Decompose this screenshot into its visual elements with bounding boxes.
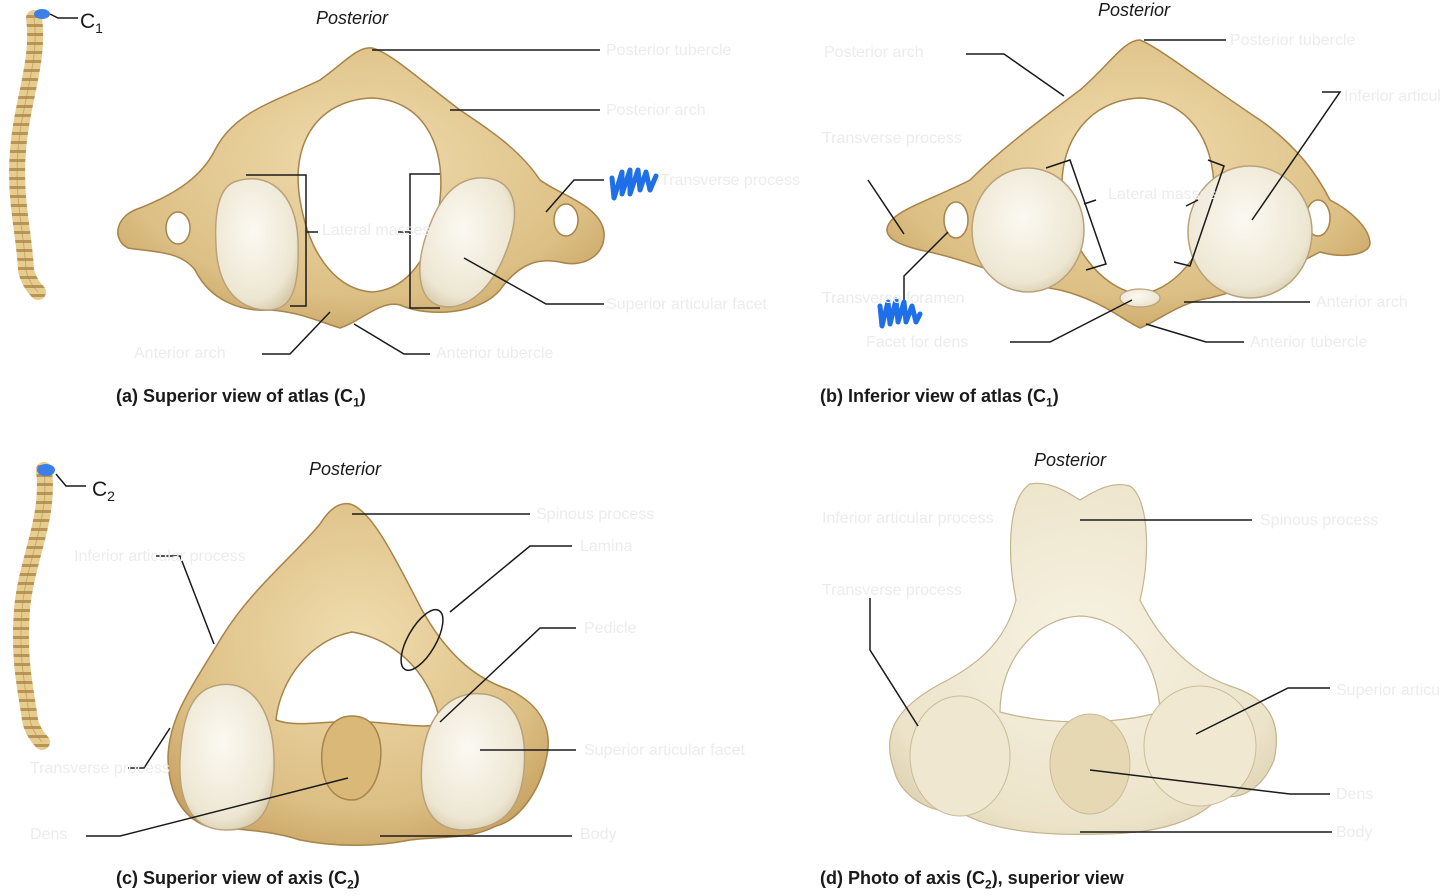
label-b-transverse-process: Transverse process bbox=[822, 130, 962, 148]
caption-c-prefix: (c) Superior view of axis (C bbox=[116, 868, 347, 888]
caption-a: (a) Superior view of atlas (C1) bbox=[116, 386, 366, 410]
dens bbox=[322, 716, 381, 800]
label-c-pedicle: Pedicle bbox=[584, 620, 636, 638]
caption-d-sub: 2 bbox=[985, 878, 992, 892]
atlas-left-facet bbox=[216, 179, 299, 310]
caption-d-suffix: ), superior view bbox=[992, 868, 1124, 888]
label-a-superior-articular-facet: Superior articular facet bbox=[606, 296, 767, 314]
axis-photo bbox=[870, 483, 1332, 834]
caption-b-suffix: ) bbox=[1053, 386, 1059, 406]
label-b-posterior-arch: Posterior arch bbox=[824, 44, 924, 62]
label-a-lateral-masses: Lateral masses bbox=[322, 222, 431, 240]
spine-label-c1: C1 bbox=[80, 10, 103, 36]
orientation-label-b: Posterior bbox=[1098, 0, 1170, 21]
label-c-dens: Dens bbox=[30, 826, 67, 844]
c1-sub: 1 bbox=[95, 20, 103, 36]
label-c-body: Body bbox=[580, 826, 616, 844]
spine-label-c2: C2 bbox=[92, 478, 115, 504]
axis-right-facet bbox=[421, 694, 524, 830]
atlas-superior-bone bbox=[118, 48, 604, 328]
label-a-posterior-arch: Posterior arch bbox=[606, 102, 706, 120]
caption-d: (d) Photo of axis (C2), superior view bbox=[820, 868, 1124, 892]
caption-b-sub: 1 bbox=[1046, 396, 1053, 410]
caption-a-sub: 1 bbox=[353, 396, 360, 410]
label-d-superior-articular-facet: Superior articular facet bbox=[1336, 682, 1440, 700]
orientation-label-c: Posterior bbox=[309, 459, 381, 480]
label-a-transverse-process: Transverse process bbox=[660, 172, 800, 190]
scribble-mark-a bbox=[612, 170, 656, 198]
label-a-posterior-tubercle: Posterior tubercle bbox=[606, 42, 731, 60]
label-b-transverse-foramen: Transverse foramen bbox=[822, 290, 965, 308]
label-b-facet-for-dens: Facet for dens bbox=[866, 334, 968, 352]
c1-highlight bbox=[34, 9, 50, 19]
c2-sub: 2 bbox=[107, 488, 115, 504]
label-b-lateral-masses: Lateral masses bbox=[1108, 186, 1217, 204]
atlas-superior-view bbox=[118, 48, 604, 354]
caption-c-suffix: ) bbox=[354, 868, 360, 888]
caption-b: (b) Inferior view of atlas (C1) bbox=[820, 386, 1059, 410]
label-c-inferior-articular-process: Inferior articular process bbox=[74, 548, 246, 566]
caption-a-prefix: (a) Superior view of atlas (C bbox=[116, 386, 353, 406]
c1-letter: C bbox=[80, 10, 95, 33]
label-c-lamina: Lamina bbox=[580, 538, 632, 556]
caption-c-sub: 2 bbox=[347, 878, 354, 892]
facet-for-dens bbox=[1120, 289, 1160, 307]
orientation-label-d: Posterior bbox=[1034, 450, 1106, 471]
label-a-anterior-tubercle: Anterior tubercle bbox=[436, 345, 553, 363]
spine-thumbnail-c1 bbox=[17, 9, 78, 292]
c2-letter: C bbox=[92, 478, 107, 501]
label-b-anterior-tubercle: Anterior tubercle bbox=[1250, 334, 1367, 352]
label-b-anterior-arch: Anterior arch bbox=[1316, 294, 1408, 312]
atlas-inferior-bone bbox=[887, 40, 1370, 328]
label-b-inferior-articular-facet: Inferior articular facet bbox=[1344, 88, 1440, 106]
label-d-body: Body bbox=[1336, 824, 1372, 842]
label-a-anterior-arch: Anterior arch bbox=[134, 345, 226, 363]
label-c-superior-articular-facet: Superior articular facet bbox=[584, 742, 745, 760]
atlas-inferior-left-facet bbox=[972, 168, 1084, 292]
caption-c: (c) Superior view of axis (C2) bbox=[116, 868, 360, 892]
label-d-transverse-process: Transverse process bbox=[822, 582, 962, 600]
label-b-posterior-tubercle: Posterior tubercle bbox=[1230, 32, 1355, 50]
caption-a-suffix: ) bbox=[360, 386, 366, 406]
label-d-spinous-process: Spinous process bbox=[1260, 512, 1378, 530]
orientation-label-a: Posterior bbox=[316, 8, 388, 29]
caption-b-prefix: (b) Inferior view of atlas (C bbox=[820, 386, 1046, 406]
label-d-inferior-articular-process: Inferior articular process bbox=[822, 510, 994, 528]
spine-thumbnail-c2 bbox=[21, 464, 86, 742]
caption-d-prefix: (d) Photo of axis (C bbox=[820, 868, 985, 888]
label-c-spinous-process: Spinous process bbox=[536, 506, 654, 524]
c2-highlight bbox=[37, 464, 55, 476]
label-c-transverse-process: Transverse process bbox=[30, 760, 170, 778]
label-d-dens: Dens bbox=[1336, 786, 1373, 804]
